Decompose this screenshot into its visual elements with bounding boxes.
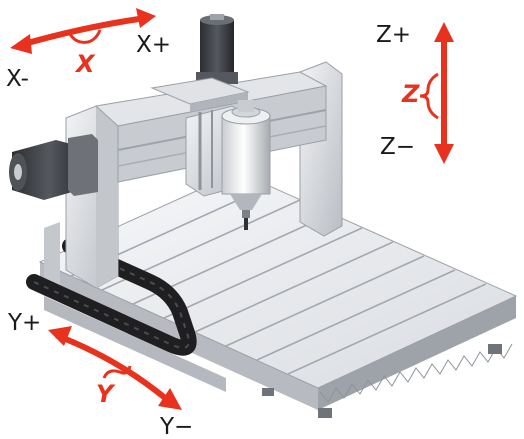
y-stepper-motor bbox=[9, 134, 98, 200]
x-plus-label: X+ bbox=[136, 32, 171, 58]
y-minus-label: Y− bbox=[159, 414, 193, 439]
x-minus-label: X- bbox=[6, 66, 29, 92]
bed-foot bbox=[262, 388, 274, 396]
y-axis-name: Y bbox=[96, 380, 116, 408]
y-axis-arrow bbox=[48, 326, 182, 410]
z-minus-label: Z− bbox=[380, 134, 415, 160]
spindle-carriage bbox=[185, 100, 271, 230]
bed-front-edge bbox=[319, 343, 513, 403]
cable-chain bbox=[26, 238, 197, 356]
y-rail-left bbox=[44, 222, 226, 392]
bed-foot bbox=[318, 408, 332, 418]
x-axis-arrow bbox=[10, 8, 156, 54]
bed-foot bbox=[488, 344, 502, 354]
z-axis-name: Z bbox=[401, 80, 420, 108]
x-axis-name: X bbox=[74, 50, 96, 78]
cutting-bit bbox=[244, 218, 248, 230]
z-axis-arrow bbox=[419, 22, 454, 164]
x-stepper-motor bbox=[150, 14, 250, 112]
y-plus-label: Y+ bbox=[7, 310, 41, 336]
z-plus-label: Z+ bbox=[376, 22, 411, 48]
